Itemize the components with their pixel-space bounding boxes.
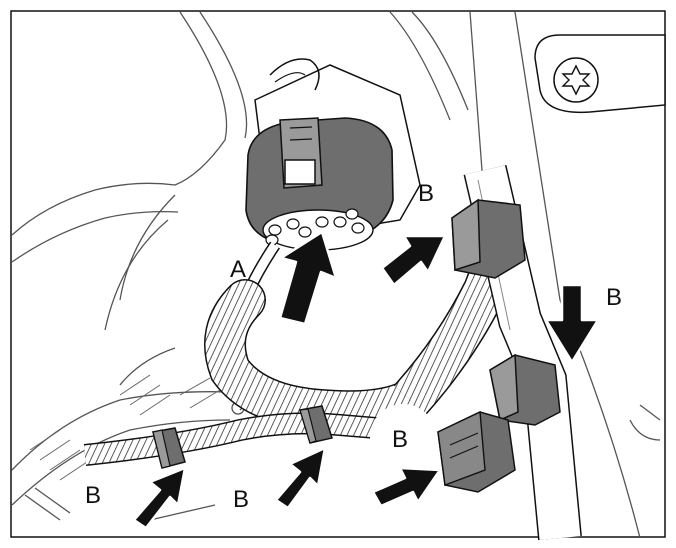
torx-bolt-icon [561,64,591,96]
callout-label-b: B [392,426,409,453]
callout-label-b: B [418,180,435,207]
harness-connector-right [437,410,516,493]
arrow-right-icon [380,234,447,287]
harness-clip-right-upper [451,198,526,279]
harness-clip-lower-middle [299,405,333,444]
callout-label-a: A [230,256,247,283]
body-panels [11,11,661,539]
callout-label-b: B [606,284,623,311]
harness-clip-right-lower [489,353,561,426]
arrow-up-icon [278,230,338,326]
callout-arrows [132,230,600,530]
callout-label-b: B [233,486,250,513]
body-hatching [29,374,221,481]
arrow-up-right-icon [132,466,187,530]
callout-label-b: B [85,482,102,509]
label-background [370,404,436,470]
mounting-bracket [534,34,666,114]
arrow-right-icon [371,466,442,508]
electrical-connector [245,117,394,251]
arrow-down-icon [544,283,600,364]
arrow-up-right-icon [274,446,327,510]
harness-clip-lower-left [152,427,186,469]
